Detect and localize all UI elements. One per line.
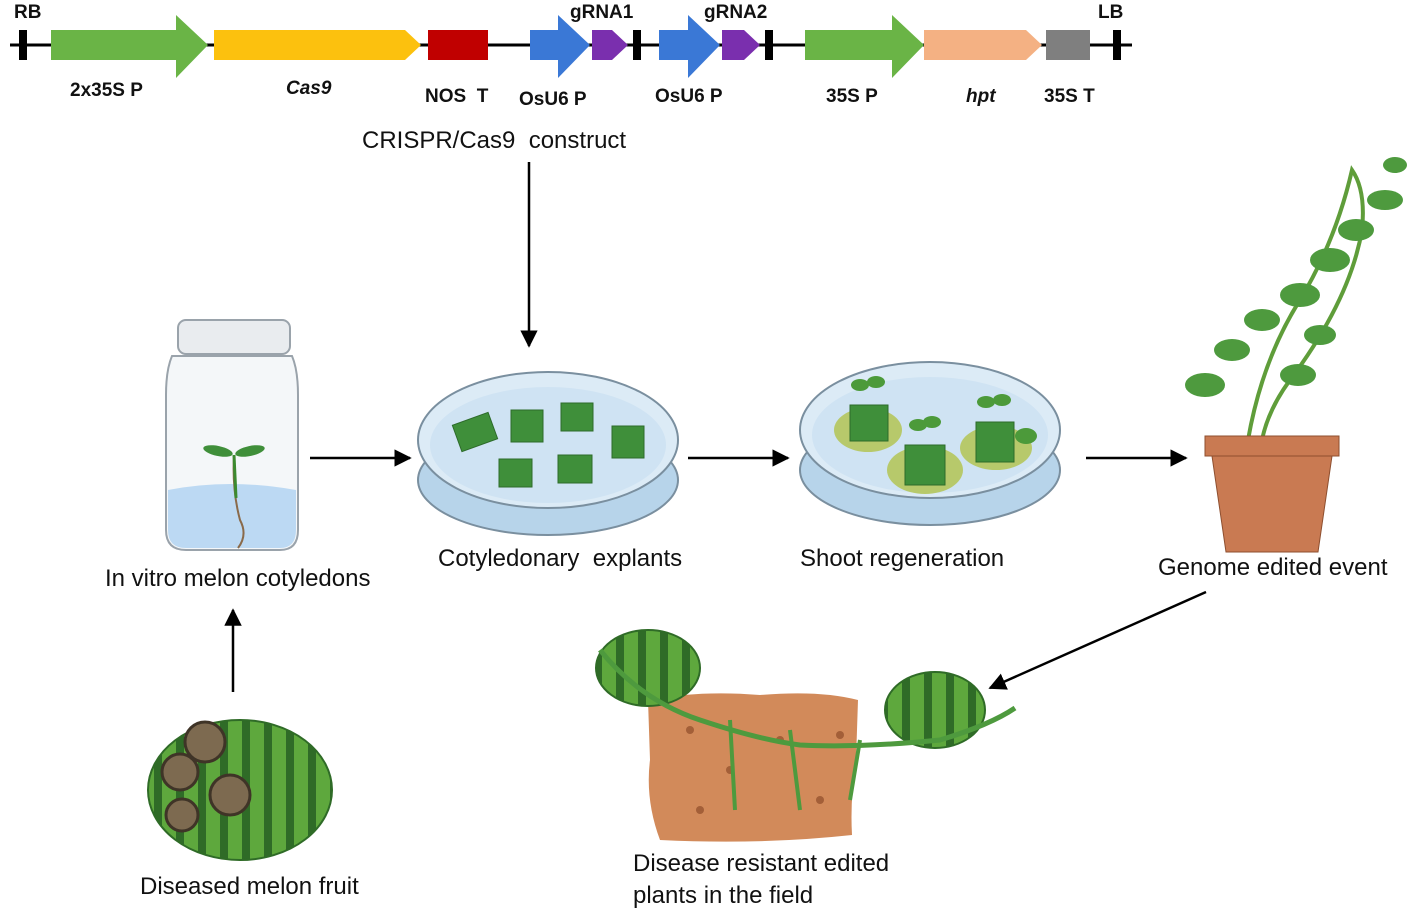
- promoter-2x35s-label: 2x35S P: [70, 80, 143, 101]
- spacer-mark-1: [633, 30, 641, 60]
- grna1-label: gRNA1: [570, 2, 634, 23]
- osu6-promoter-1-arrow: [530, 15, 590, 78]
- promoter-35s-arrow: [805, 15, 924, 78]
- spacer-mark-2: [765, 30, 773, 60]
- shoot-label: Shoot regeneration: [800, 545, 1005, 572]
- flow-arrows: [224, 162, 1207, 692]
- cas9-label: Cas9: [286, 78, 332, 99]
- pot-label: Genome edited event: [1158, 554, 1388, 581]
- arrow-pot-to-field: [988, 590, 1207, 690]
- field-label-line1: Disease resistant edited: [633, 850, 890, 877]
- fruit-label: Diseased melon fruit: [140, 873, 359, 900]
- grna1-arrow: [592, 30, 628, 60]
- hpt-label: hpt: [966, 86, 996, 107]
- field-illustration: [595, 629, 1017, 842]
- lb-border-mark: [1113, 30, 1121, 60]
- terminator-35s-label: 35S T: [1044, 86, 1095, 107]
- nos-terminator-label: NOS T: [425, 86, 489, 107]
- explants-dish-illustration: [417, 371, 679, 536]
- nos-terminator-box: [428, 30, 488, 60]
- lb-label: LB: [1098, 2, 1124, 23]
- promoter-2x35s-arrow: [51, 15, 208, 78]
- diseased-melon-illustration: [147, 719, 333, 861]
- explants-label: Cotyledonary explants: [438, 545, 683, 572]
- promoter-35s-label: 35S P: [826, 86, 878, 107]
- rb-border-mark: [19, 30, 27, 60]
- osu6-promoter-1-label: OsU6 P: [519, 89, 587, 110]
- osu6-promoter-2-label: OsU6 P: [655, 86, 723, 107]
- terminator-35s-box: [1046, 30, 1090, 60]
- field-label-line2: plants in the field: [633, 882, 814, 909]
- cas9-arrow: [214, 30, 421, 60]
- grna2-arrow: [722, 30, 760, 60]
- potted-plant-illustration: [1185, 157, 1407, 553]
- rb-label: RB: [14, 2, 42, 23]
- jar-label: In vitro melon cotyledons: [105, 565, 371, 592]
- construct-caption: CRISPR/Cas9 construct: [362, 127, 627, 154]
- hpt-arrow: [924, 30, 1042, 60]
- shoot-dish-illustration: [799, 361, 1061, 526]
- crispr-construct: [10, 15, 1132, 78]
- jar-illustration: [165, 319, 299, 551]
- grna2-label: gRNA2: [704, 2, 768, 23]
- osu6-promoter-2-arrow: [659, 15, 720, 78]
